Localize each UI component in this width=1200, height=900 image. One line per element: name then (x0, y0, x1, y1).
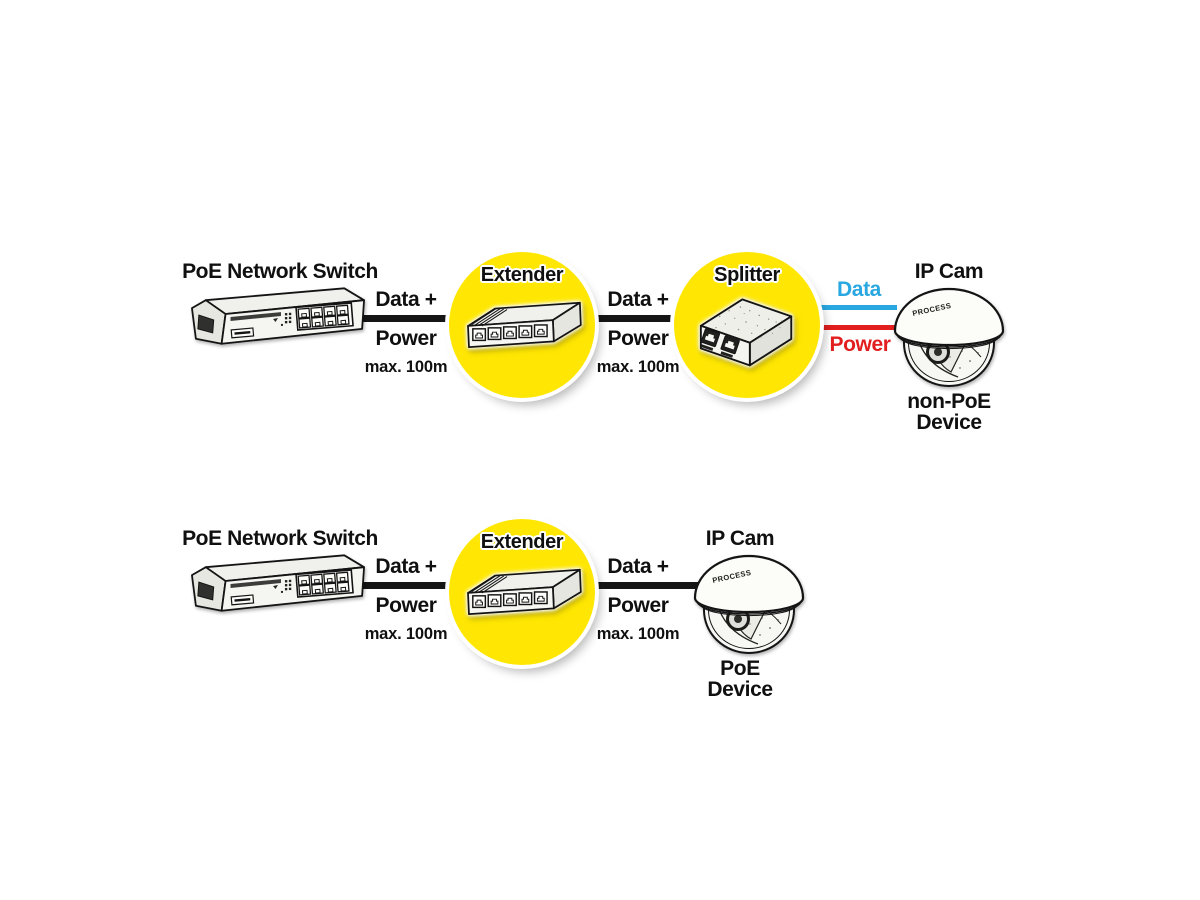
power-wire-label: Power (829, 333, 891, 356)
cable-max-length-label: max. 100m (596, 625, 680, 643)
ip-cam-label: IP Cam (705, 527, 775, 550)
extender-label: Extender (480, 264, 564, 286)
cable-data-label: Data + (375, 288, 437, 311)
extender-bubble: Extender (449, 519, 595, 665)
cable-data-label: Data + (375, 555, 437, 578)
cable-power-label: Power (607, 594, 669, 617)
poe-switch-illustration (186, 553, 370, 617)
poe-switch-illustration (186, 286, 370, 350)
splitter-illustration (697, 290, 797, 371)
cable-data-label: Data + (607, 288, 669, 311)
extender-bubble: Extender (449, 252, 595, 398)
device-type-note: non-PoE Device (897, 391, 1001, 433)
cable-data-label: Data + (607, 555, 669, 578)
device-type-line1: non-PoE (907, 390, 991, 413)
device-type-line2: Device (916, 411, 982, 434)
cable-max-length-label: max. 100m (364, 625, 448, 643)
poe-switch-label: PoE Network Switch (182, 260, 378, 283)
cable-max-length-label: max. 100m (364, 358, 448, 376)
ip-cam-label: IP Cam (914, 260, 984, 283)
cable-power-label: Power (375, 327, 437, 350)
ip-cam-illustration: PROCESS (893, 287, 1005, 388)
extender-illustration (458, 297, 586, 351)
ethernet-cable (584, 315, 690, 322)
device-type-line1: PoE (720, 657, 760, 680)
data-wire-label: Data (837, 278, 881, 301)
ethernet-cable (348, 582, 464, 589)
splitter-label: Splitter (714, 264, 780, 286)
extender-label: Extender (480, 531, 564, 553)
extender-illustration (458, 564, 586, 618)
splitter-bubble: Splitter (674, 252, 820, 398)
power-wire (820, 325, 898, 330)
ethernet-cable (348, 315, 464, 322)
device-type-note: PoE Device (688, 658, 792, 700)
data-wire (821, 305, 897, 310)
cable-max-length-label: max. 100m (596, 358, 680, 376)
ip-cam-illustration: PROCESS (693, 554, 805, 655)
ethernet-cable (584, 582, 702, 589)
device-type-line2: Device (707, 678, 773, 701)
cable-power-label: Power (375, 594, 437, 617)
cable-power-label: Power (607, 327, 669, 350)
poe-switch-label: PoE Network Switch (182, 527, 378, 550)
